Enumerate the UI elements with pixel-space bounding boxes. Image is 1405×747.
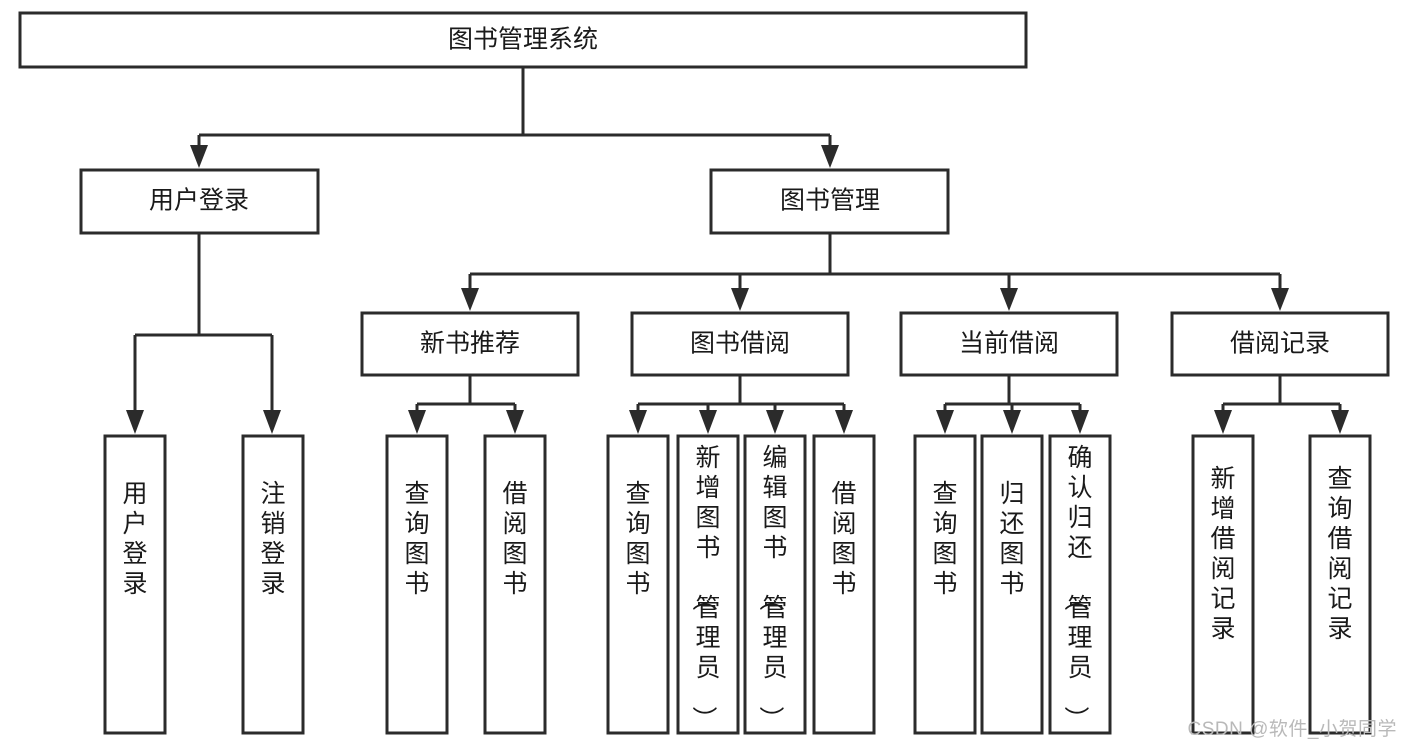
node-book-manage-label: 图书管理 [780, 187, 880, 215]
arrowhead-leaf-confirm-return [1071, 410, 1089, 434]
leaf-return-book[interactable]: 归还图书 [980, 434, 1044, 735]
leaf-borrow-book-2-label: 借阅图书 [831, 480, 856, 598]
node-user-login-label: 用户登录 [149, 187, 249, 215]
leaf-query-book-3-label: 查询图书 [932, 480, 957, 598]
leaf-edit-book-label: 编辑图书（管理员） [756, 444, 787, 731]
leaf-user-logout-box[interactable] [241, 434, 305, 735]
node-borrow-record-box[interactable] [1170, 311, 1390, 377]
leaf-add-record[interactable]: 新增借阅记录 [1191, 434, 1255, 735]
leaf-query-record-box[interactable] [1308, 434, 1372, 735]
arrowhead-leaf-user-login [126, 410, 144, 434]
node-user-login[interactable]: 用户登录 [79, 168, 320, 235]
node-root[interactable]: 图书管理系统 [18, 11, 1028, 69]
leaf-borrow-book-1-box[interactable] [483, 434, 547, 735]
node-root-label: 图书管理系统 [448, 26, 598, 54]
leaf-query-record-label: 查询借阅记录 [1327, 465, 1352, 643]
arrowhead-leaf-add-record [1214, 410, 1232, 434]
leaf-confirm-return-label: 确认归还（管理员） [1061, 444, 1092, 731]
arrowhead-leaf-query-book-2 [629, 410, 647, 434]
leaf-add-book[interactable]: 新增图书（管理员） [676, 434, 740, 735]
arrowhead-leaf-query-record [1331, 410, 1349, 434]
leaf-query-book-1[interactable]: 查询图书 [385, 434, 449, 735]
leaf-add-record-label: 新增借阅记录 [1210, 465, 1235, 643]
leaf-query-book-2[interactable]: 查询图书 [606, 434, 670, 735]
node-book-borrow[interactable]: 图书借阅 [630, 311, 850, 377]
connector-layer [126, 67, 1349, 434]
arrowhead-leaf-return-book [1003, 410, 1021, 434]
arrowhead-leaf-query-book-3 [936, 410, 954, 434]
arrowhead-user-login [190, 145, 208, 168]
leaf-add-book-box[interactable] [676, 434, 740, 735]
node-book-manage-box[interactable] [709, 168, 950, 235]
leaf-add-book-label: 新增图书（管理员） [689, 444, 720, 731]
leaf-query-book-1-label: 查询图书 [404, 480, 429, 598]
node-user-login-box[interactable] [79, 168, 320, 235]
leaf-user-login-box[interactable] [103, 434, 167, 735]
leaf-user-logout-label: 注销登录 [260, 480, 285, 598]
leaf-user-logout[interactable]: 注销登录 [241, 434, 305, 735]
arrowhead-book-manage [821, 145, 839, 168]
arrowhead-book-borrow [731, 288, 749, 311]
node-current-borrow-box[interactable] [899, 311, 1119, 377]
leaf-query-record[interactable]: 查询借阅记录 [1308, 434, 1372, 735]
leaf-edit-book-box[interactable] [743, 434, 807, 735]
arrowhead-leaf-user-logout [263, 410, 281, 434]
arrowhead-borrow-record [1271, 288, 1289, 311]
node-new-book-recommend[interactable]: 新书推荐 [360, 311, 580, 377]
leaf-add-record-box[interactable] [1191, 434, 1255, 735]
leaf-borrow-book-1-label: 借阅图书 [502, 480, 527, 598]
leaf-confirm-return[interactable]: 确认归还（管理员） [1048, 434, 1112, 735]
leaf-return-book-label: 归还图书 [999, 480, 1024, 598]
leaf-user-login-label: 用户登录 [122, 480, 147, 598]
leaf-query-book-3-box[interactable] [913, 434, 977, 735]
node-current-borrow-label: 当前借阅 [959, 330, 1059, 358]
node-new-book-recommend-box[interactable] [360, 311, 580, 377]
arrowhead-leaf-borrow-book-2 [835, 410, 853, 434]
leaf-query-book-2-box[interactable] [606, 434, 670, 735]
leaf-query-book-2-label: 查询图书 [625, 480, 650, 598]
leaf-borrow-book-1[interactable]: 借阅图书 [483, 434, 547, 735]
leaf-query-book-3[interactable]: 查询图书 [913, 434, 977, 735]
leaf-user-login[interactable]: 用户登录 [103, 434, 167, 735]
leaf-query-book-1-box[interactable] [385, 434, 449, 735]
leaf-edit-book[interactable]: 编辑图书（管理员） [743, 434, 807, 735]
leaf-confirm-return-box[interactable] [1048, 434, 1112, 735]
arrowhead-leaf-add-book [699, 410, 717, 434]
leaf-borrow-book-2-box[interactable] [812, 434, 876, 735]
arrowhead-leaf-query-book-1 [408, 410, 426, 434]
node-book-manage[interactable]: 图书管理 [709, 168, 950, 235]
node-book-borrow-label: 图书借阅 [690, 330, 790, 358]
arrowhead-leaf-edit-book [766, 410, 784, 434]
node-root-box[interactable] [18, 11, 1028, 69]
node-current-borrow[interactable]: 当前借阅 [899, 311, 1119, 377]
node-new-book-recommend-label: 新书推荐 [420, 330, 520, 358]
leaf-return-book-box[interactable] [980, 434, 1044, 735]
arrowhead-current-borrow [1000, 288, 1018, 311]
node-book-borrow-box[interactable] [630, 311, 850, 377]
arrowhead-new-book-recommend [461, 288, 479, 311]
leaf-borrow-book-2[interactable]: 借阅图书 [812, 434, 876, 735]
arrowhead-leaf-borrow-book-1 [506, 410, 524, 434]
node-borrow-record[interactable]: 借阅记录 [1170, 311, 1390, 377]
node-borrow-record-label: 借阅记录 [1230, 330, 1330, 358]
